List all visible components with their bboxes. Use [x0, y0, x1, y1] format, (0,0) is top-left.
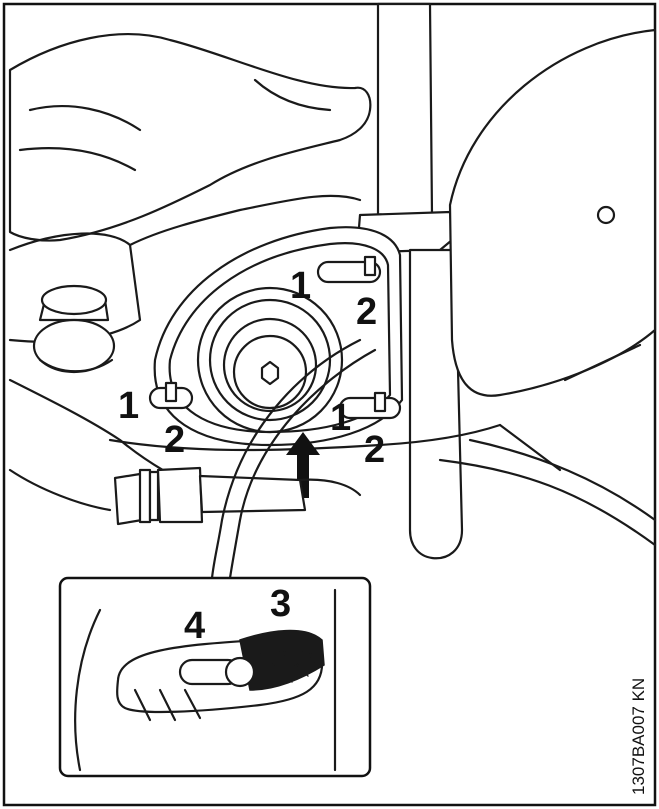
slider-texture	[257, 644, 319, 683]
callout-2-right: 2	[364, 429, 385, 471]
cable-edge	[468, 438, 657, 522]
guard-hole	[596, 205, 616, 225]
nut-left	[164, 381, 178, 403]
slot-left	[148, 381, 194, 410]
callout-1-left: 1	[118, 385, 139, 427]
callout-1-top: 1	[290, 265, 311, 307]
cable	[438, 458, 657, 547]
hex-nut	[260, 360, 280, 386]
slot-right	[338, 391, 402, 420]
slot-top	[316, 255, 382, 284]
hand-outline	[8, 33, 372, 242]
shaded-tension-slider	[239, 629, 325, 691]
callout-3: 3	[270, 583, 291, 625]
callout-2-top: 2	[356, 291, 377, 333]
nut-top	[363, 255, 377, 277]
callout-1-right: 1	[330, 397, 351, 439]
leader-line-2	[228, 348, 377, 580]
leader-line	[210, 338, 362, 580]
callout-2-left: 2	[164, 419, 185, 461]
detail-inset	[58, 576, 372, 778]
callout-4: 4	[184, 605, 205, 647]
adjuster-knob	[32, 284, 116, 374]
direction-arrow	[286, 432, 320, 498]
nut-right	[373, 391, 387, 413]
saw-blade-guard	[448, 28, 657, 397]
figure-code: 1307BA007 KN	[629, 678, 648, 795]
clutch-drum	[196, 286, 344, 434]
